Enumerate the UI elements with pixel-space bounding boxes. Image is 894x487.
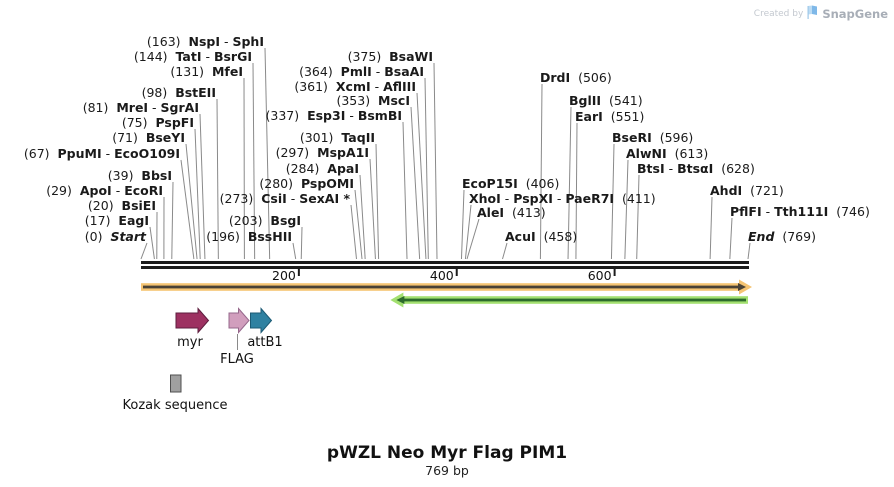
site-label-msci: (353) MscI: [336, 93, 410, 108]
site-connector-line: [194, 128, 201, 260]
site-connector-line: [466, 218, 480, 260]
snapgene-flag-icon: [807, 4, 818, 23]
site-label-alei: AleI (413): [477, 205, 546, 220]
site-label-mspa1i: (297) MspA1I: [275, 145, 369, 160]
site-connector-line: [464, 204, 472, 260]
site-label-taqii: (301) TaqII: [299, 130, 375, 145]
site-connector-line: [171, 181, 174, 260]
map-length: 769 bp: [425, 463, 469, 478]
site-connector-line: [354, 189, 363, 260]
title-block: pWZL Neo Myr Flag PIM1 769 bp: [0, 444, 894, 479]
site-label-ahdi: AhdI (721): [710, 183, 784, 198]
site-label-start: (0) Start: [84, 229, 146, 244]
site-connector-line: [359, 174, 366, 260]
site-label-pmli-bsaai: (364) PmlI - BsaAI: [299, 64, 424, 79]
feature-arrow-attb1: [250, 307, 273, 334]
site-connector-line: [709, 196, 713, 260]
feature-arrow-flag: [228, 307, 250, 334]
site-label-pflfi-tth111i: PflFI - Tth111I (746): [730, 204, 870, 219]
site-label-eari: EarI (551): [575, 109, 645, 124]
site-label-bsgi: (203) BsgI: [228, 213, 301, 228]
feature-arrow-myr: [175, 307, 210, 334]
site-connector-line: [369, 158, 376, 260]
site-connector-line: [567, 106, 572, 260]
site-connector-line: [300, 226, 303, 260]
site-label-mrei-sgrai: (81) MreI - SgrAI: [82, 100, 199, 115]
site-label-btsi-bts-i: BtsI - BtsαI (628): [637, 161, 755, 176]
site-connector-line: [502, 242, 508, 260]
site-connector-line: [747, 242, 751, 260]
feature-label-myr: myr: [177, 335, 203, 350]
site-label-xcmi-afliii: (361) XcmI - AflIII: [294, 79, 416, 94]
site-connector-line: [610, 143, 615, 260]
site-connector-line: [410, 106, 421, 260]
site-label-tati-bsrgi: (144) TatI - BsrGI: [133, 49, 252, 64]
site-label-pspfi: (75) PspFI: [121, 115, 194, 130]
site-connector-line: [433, 62, 438, 260]
snapgene-watermark: Created by SnapGene: [754, 4, 888, 23]
sequence-double-line: [141, 261, 749, 269]
site-connector-line: [252, 62, 256, 260]
site-label-bsiei: (20) BsiEI: [87, 198, 156, 213]
site-connector-line: [350, 204, 357, 260]
site-connector-line: [140, 242, 148, 260]
site-label-ecop15i: EcoP15I (406): [462, 176, 560, 191]
site-label-esp3i-bsmbi: (337) Esp3I - BsmBI: [265, 108, 403, 123]
site-connector-line: [460, 189, 465, 260]
watermark-created-by-text: Created by: [753, 8, 804, 19]
feature-label-attb1: attB1: [247, 335, 283, 350]
site-connector-line: [216, 98, 219, 260]
site-connector-line: [199, 113, 206, 260]
watermark-brand-text: SnapGene: [822, 6, 888, 21]
site-label-bsteii: (98) BstEII: [141, 85, 216, 100]
site-connector-line: [292, 242, 297, 260]
site-connector-line: [424, 77, 429, 260]
site-connector-line: [729, 217, 733, 260]
ruler-label-200: 200: [272, 268, 296, 283]
site-label-bseyi: (71) BseYI: [112, 130, 185, 145]
site-label-bsawi: (375) BsaWI: [347, 49, 433, 64]
site-label-bsshii: (196) BssHII: [206, 229, 292, 244]
ruler-label-400: 400: [429, 268, 454, 283]
site-connector-line: [624, 159, 629, 260]
feature-box-kozak-sequence: [170, 374, 182, 393]
site-label-bglii: BglII (541): [569, 93, 643, 108]
site-label-bseri: BseRI (596): [612, 130, 694, 145]
site-label-pspomi: (280) PspOMI: [259, 176, 354, 191]
site-label-bbsi: (39) BbsI: [107, 168, 172, 183]
site-label-mfei: (131) MfeI: [170, 64, 243, 79]
site-label-nspi-sphi: (163) NspI - SphI: [146, 34, 264, 49]
site-connector-line: [636, 174, 640, 260]
site-label-ppumi-ecoo109i: (67) PpuMI - EcoO109I: [23, 146, 180, 161]
site-label-drdi: DrdI (506): [540, 70, 612, 85]
map-title: pWZL Neo Myr Flag PIM1: [326, 443, 568, 463]
site-label-xhoi-pspxi-paer7i: XhoI - PspXI - PaeR7I (411): [469, 191, 656, 206]
site-connector-line: [180, 159, 195, 260]
site-connector-line: [402, 121, 408, 260]
site-connector-line: [264, 47, 271, 260]
site-label-eagi: (17) EagI: [84, 213, 149, 228]
feature-label-kozak-sequence: Kozak sequence: [122, 398, 228, 413]
site-connector-line: [575, 122, 578, 260]
site-label-csii-sexai-: (273) CsiI - SexAI *: [219, 191, 350, 206]
site-label-apoi-ecori: (29) ApoI - EcoRI: [46, 183, 163, 198]
site-connector-line: [416, 92, 427, 260]
site-connector-line: [149, 226, 155, 260]
feature-label-flag: FLAG: [220, 352, 254, 367]
site-connector-line: [185, 143, 198, 260]
site-label-acui: AcuI (458): [505, 229, 578, 244]
site-label-end: End (769): [748, 229, 816, 244]
site-connector-line: [539, 83, 543, 260]
site-label-alwni: AlwNI (613): [626, 146, 709, 161]
ruler-label-600: 600: [587, 268, 612, 283]
site-connector-line: [375, 143, 380, 260]
site-label-apai: (284) ApaI: [285, 161, 359, 176]
